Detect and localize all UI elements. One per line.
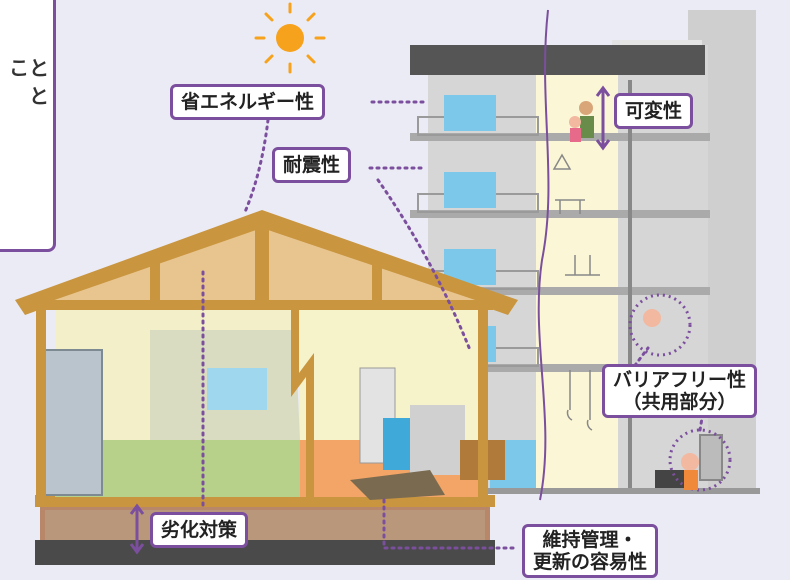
wheelchair-user-icon — [628, 293, 692, 357]
label-seismic-resistance: 耐震性 — [272, 147, 352, 183]
label-maintenance-ease: 維持管理・ 更新の容易性 — [522, 524, 659, 578]
sun-icon — [254, 2, 326, 74]
label-maintenance-line-2: 更新の容易性 — [533, 551, 648, 573]
intro-text-line-2: と — [29, 84, 49, 108]
detached-house — [15, 210, 518, 565]
label-deterioration-countermeasures: 劣化対策 — [150, 512, 249, 548]
family-icon — [569, 85, 611, 151]
label-energy-efficiency: 省エネルギー性 — [170, 84, 326, 120]
label-maintenance-line-1: 維持管理・ — [542, 529, 638, 551]
intro-text-line-1: こと — [9, 56, 49, 80]
label-variability: 可変性 — [614, 93, 694, 129]
intro-text-box: こと と — [0, 0, 56, 252]
elderly-person-icon — [668, 428, 732, 492]
deterioration-arrow-icon — [129, 503, 145, 555]
label-barrier-free: バリアフリー性 （共用部分） — [602, 364, 758, 418]
label-barrier-free-line-1: バリアフリー性 — [613, 369, 747, 391]
label-barrier-free-line-2: （共用部分） — [622, 391, 737, 413]
